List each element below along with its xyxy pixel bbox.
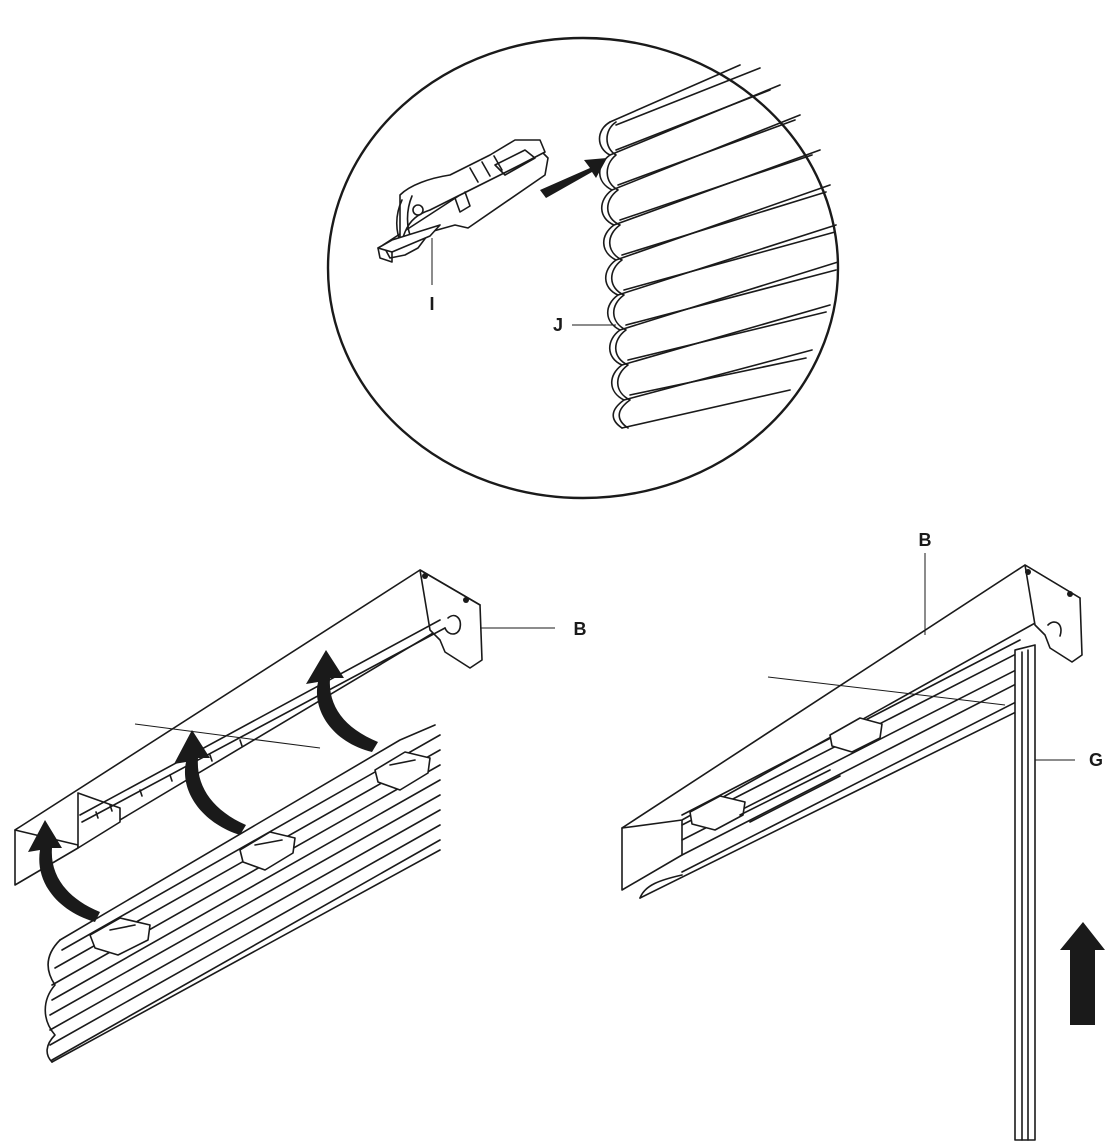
label-i: I: [429, 294, 434, 314]
detail-circle-view: I J: [326, 36, 840, 500]
left-clip-2: [239, 831, 296, 871]
right-clip-2: [829, 717, 883, 753]
label-b-right: B: [919, 530, 932, 550]
lift-arrow-1: [28, 820, 100, 922]
lift-arrow-3: [306, 650, 378, 752]
left-clip-1: [89, 917, 151, 956]
upward-arrow: [1060, 922, 1105, 1025]
lift-arrow-2: [174, 730, 246, 835]
left-slat-curtain: [44, 724, 441, 1063]
left-clip-3: [374, 751, 431, 791]
label-b-left: B: [574, 619, 587, 639]
right-housing-top: [621, 564, 1081, 829]
insert-direction-arrow: [540, 158, 607, 198]
end-clip-part-i: [377, 139, 549, 285]
right-clip-1: [689, 795, 746, 831]
left-assembly-view: B: [14, 569, 587, 1063]
label-j: J: [553, 315, 563, 335]
detail-circle: [326, 36, 840, 500]
label-g: G: [1089, 750, 1103, 770]
right-assembly-view: B G: [621, 530, 1105, 1141]
slat-profile-part-j: [572, 64, 839, 429]
guide-rail-g: [1014, 644, 1036, 1141]
